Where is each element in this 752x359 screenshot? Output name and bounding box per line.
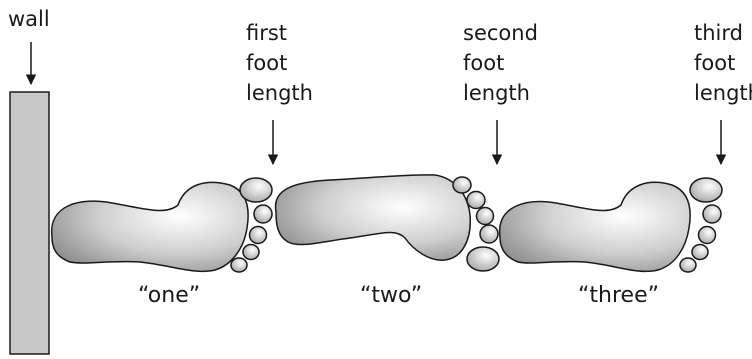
- toe: [703, 205, 721, 223]
- count-three-label: “three”: [578, 283, 659, 308]
- footprint-two: [275, 175, 499, 271]
- wall: [10, 92, 49, 354]
- first-foot-length-label: first foot length: [246, 18, 313, 108]
- second-foot-length-label: second foot length: [463, 18, 538, 108]
- foot-sole: [500, 182, 691, 271]
- big-toe: [690, 178, 722, 202]
- little-toe: [231, 258, 247, 272]
- count-one-label: “one”: [138, 283, 200, 308]
- big-toe: [467, 247, 499, 271]
- toe: [477, 208, 494, 225]
- toe: [243, 245, 259, 260]
- wall-label: wall: [8, 4, 50, 34]
- foot-sole: [275, 175, 470, 260]
- little-toe: [453, 177, 471, 193]
- toe: [480, 225, 498, 243]
- footprint-three: [500, 178, 722, 272]
- footprint-one: [52, 178, 272, 272]
- toe: [692, 245, 708, 260]
- toe: [250, 227, 267, 244]
- little-toe: [680, 258, 696, 272]
- count-two-label: “two”: [360, 283, 422, 308]
- foot-sole: [52, 182, 248, 271]
- third-foot-length-label: third foot length: [694, 18, 752, 108]
- toe: [699, 227, 716, 244]
- big-toe: [240, 178, 272, 202]
- toe: [254, 205, 272, 223]
- toe: [467, 192, 485, 209]
